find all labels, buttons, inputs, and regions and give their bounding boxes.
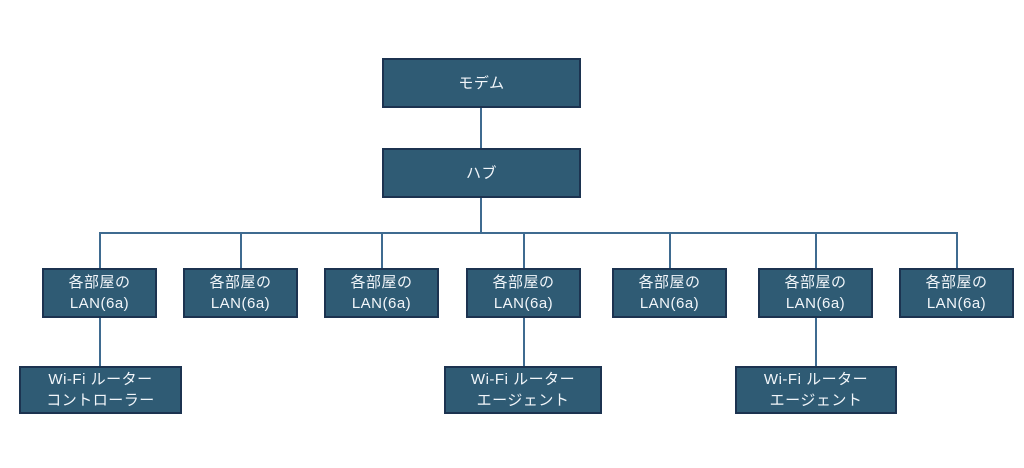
node-lan-4: 各部屋の LAN(6a) — [466, 268, 581, 318]
node-lan-7: 各部屋の LAN(6a) — [899, 268, 1014, 318]
connector-bus-lan-7 — [956, 233, 958, 268]
node-wifi-router-agent-left: Wi-Fi ルーター エージェント — [444, 366, 602, 414]
node-lan-3-label-line1: 各部屋の — [350, 274, 413, 291]
node-lan-2: 各部屋の LAN(6a) — [183, 268, 298, 318]
connector-bus-lan-3 — [381, 233, 383, 268]
wifi-controller-label-line1: Wi-Fi ルーター — [48, 371, 153, 388]
wifi-agent-right-label-line2: エージェント — [769, 392, 863, 409]
node-hub: ハブ — [382, 148, 581, 198]
wifi-agent-left-label-line2: エージェント — [476, 392, 570, 409]
connector-bus-lan-2 — [240, 233, 242, 268]
connector-lan4-wifi-agent — [523, 318, 525, 366]
node-lan-6-label-line2: LAN(6a) — [785, 295, 846, 312]
node-lan-5: 各部屋の LAN(6a) — [612, 268, 727, 318]
node-lan-2-label-line1: 各部屋の — [209, 274, 272, 291]
node-lan-5-label-line2: LAN(6a) — [639, 295, 700, 312]
connector-hub-bus — [480, 198, 482, 233]
node-lan-7-label-line1: 各部屋の — [925, 274, 988, 291]
node-modem: モデム — [382, 58, 581, 108]
node-lan-6: 各部屋の LAN(6a) — [758, 268, 873, 318]
connector-lan6-wifi-agent — [815, 318, 817, 366]
node-lan-1-label-line1: 各部屋の — [68, 274, 131, 291]
node-lan-3-label-line2: LAN(6a) — [351, 295, 412, 312]
node-modem-label: モデム — [458, 74, 505, 92]
connector-bus-lan-6 — [815, 233, 817, 268]
node-lan-1: 各部屋の LAN(6a) — [42, 268, 157, 318]
connector-bus-lan-5 — [669, 233, 671, 268]
node-lan-7-label-line2: LAN(6a) — [926, 295, 987, 312]
connector-bus-lan-1 — [99, 233, 101, 268]
connector-lan1-wifi-controller — [99, 318, 101, 366]
node-lan-4-label-line2: LAN(6a) — [493, 295, 554, 312]
node-lan-2-label-line2: LAN(6a) — [210, 295, 271, 312]
connector-bus-lan-4 — [523, 233, 525, 268]
wifi-agent-left-label-line1: Wi-Fi ルーター — [470, 371, 576, 388]
node-wifi-router-controller: Wi-Fi ルーター コントローラー — [19, 366, 182, 414]
node-lan-1-label-line2: LAN(6a) — [69, 295, 130, 312]
wifi-agent-right-label-line1: Wi-Fi ルーター — [763, 371, 869, 388]
connector-modem-hub — [480, 108, 482, 148]
wifi-controller-label-line2: コントローラー — [46, 392, 155, 409]
node-lan-3: 各部屋の LAN(6a) — [324, 268, 439, 318]
node-wifi-router-agent-right: Wi-Fi ルーター エージェント — [735, 366, 897, 414]
node-hub-label: ハブ — [465, 164, 497, 182]
node-lan-4-label-line1: 各部屋の — [492, 274, 555, 291]
node-lan-6-label-line1: 各部屋の — [784, 274, 847, 291]
connector-bus-line — [99, 232, 958, 234]
node-lan-5-label-line1: 各部屋の — [638, 274, 701, 291]
